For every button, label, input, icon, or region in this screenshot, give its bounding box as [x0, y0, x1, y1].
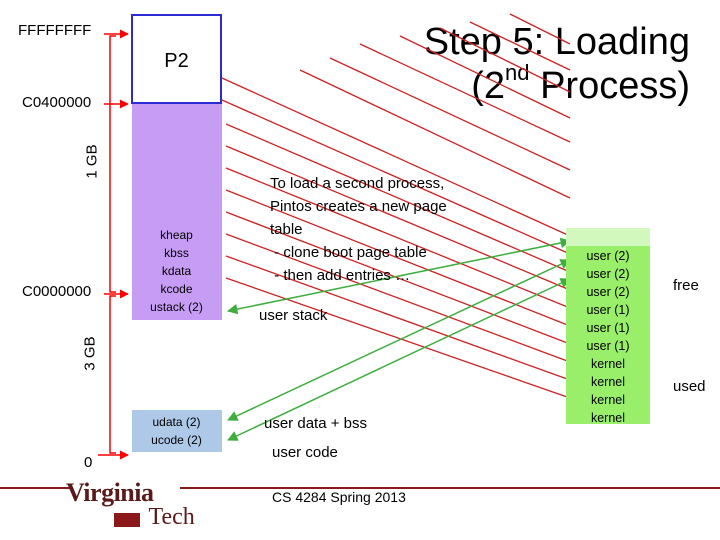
explanation-line-2: Pintos creates a new page: [270, 198, 447, 215]
user-region: [131, 410, 222, 452]
arrow-ucode-to-frame: [227, 278, 571, 441]
explanation-block: To load a second process, Pintos creates…: [270, 172, 500, 287]
frame-3: user (1): [586, 303, 630, 317]
address-zero: 0: [84, 454, 93, 471]
segment-udata: udata (2): [152, 415, 201, 429]
frame-7: kernel: [590, 375, 626, 389]
physical-free-area: [566, 228, 650, 246]
logo-row: Tech: [114, 504, 201, 531]
kernel-region: [131, 103, 222, 320]
address-kernel-base: C0400000: [22, 94, 92, 111]
explanation-line-1: To load a second process,: [270, 175, 445, 192]
label-user-stack: user stack: [259, 307, 328, 324]
kernel-segment-list: kheap kbss kdata kcode ustack (2): [131, 226, 222, 316]
frame-9: kernel: [590, 411, 626, 425]
column-left-edge: [131, 104, 132, 454]
frame-5: user (1): [586, 339, 630, 353]
segment-kbss: kbss: [164, 246, 189, 260]
label-free: free: [673, 277, 699, 294]
bracket-user: [109, 295, 116, 454]
segment-ustack: ustack (2): [150, 300, 203, 314]
segment-kdata: kdata: [161, 264, 192, 278]
segment-kheap: kheap: [160, 228, 193, 242]
logo-word-virginia: Virginia: [66, 478, 154, 507]
explanation-line-4: - clone boot page table: [270, 244, 427, 261]
course-footer: CS 4284 Spring 2013: [272, 489, 406, 505]
address-pointers: [98, 29, 129, 460]
explanation-line-3: table: [270, 221, 303, 238]
process-label: P2: [164, 50, 189, 72]
logo-emblem: [114, 512, 140, 527]
logo-word-tech: Tech: [148, 504, 195, 530]
label-user-code: user code: [272, 444, 338, 461]
segment-ucode: ucode (2): [151, 433, 202, 447]
frame-4: user (1): [586, 321, 630, 335]
label-user-data: user data + bss: [264, 415, 367, 432]
address-top: FFFFFFFF: [18, 22, 92, 39]
title-prefix: (2: [471, 65, 506, 107]
bracket-kernel: [109, 35, 116, 293]
frame-8: kernel: [590, 393, 626, 407]
title-superscript: nd: [505, 60, 530, 85]
address-phys-base: C0000000: [22, 283, 92, 300]
size-brackets: [109, 35, 116, 454]
title-suffix: Process): [529, 65, 690, 107]
physical-memory: [566, 228, 650, 424]
slide-title: Step 5: Loading (2nd Process): [370, 20, 690, 108]
university-logo: Virginia Tech: [66, 478, 195, 535]
segment-kcode: kcode: [160, 282, 193, 296]
label-used: used: [673, 378, 706, 395]
title-line-2: (2nd Process): [370, 62, 690, 108]
frame-0: user (2): [586, 249, 630, 263]
explanation-line-5: - then add entries …: [270, 267, 411, 284]
user-segment-list: udata (2) ucode (2): [131, 413, 222, 449]
frame-6: kernel: [590, 357, 626, 371]
frame-2: user (2): [586, 285, 630, 299]
frame-1: user (2): [586, 267, 630, 281]
mapping-arrows: [226, 237, 572, 441]
process-page-box: [131, 14, 222, 104]
